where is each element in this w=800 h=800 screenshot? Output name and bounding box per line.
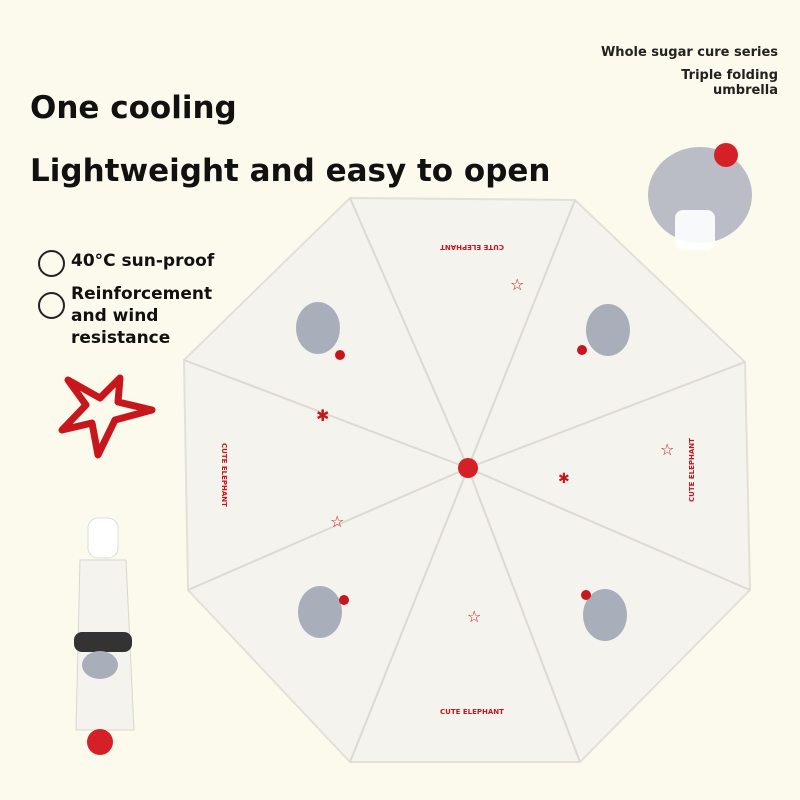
umbrella-ribs <box>183 197 751 763</box>
umbrella-top-knob <box>458 458 478 478</box>
bullet-circle-icon <box>38 250 65 277</box>
red-star-icon <box>58 374 156 459</box>
svg-text:CUTE ELEPHANT: CUTE ELEPHANT <box>220 443 228 507</box>
svg-text:✱: ✱ <box>558 471 570 487</box>
headline-line-1: One cooling <box>30 90 237 126</box>
svg-text:CUTE ELEPHANT: CUTE ELEPHANT <box>440 243 504 251</box>
svg-text:CUTE ELEPHANT: CUTE ELEPHANT <box>688 438 696 502</box>
svg-text:☆: ☆ <box>660 440 674 459</box>
feature-label: 40°C sun-proof <box>71 251 215 271</box>
svg-text:☆: ☆ <box>330 512 344 531</box>
product-type-line-2: umbrella <box>712 83 778 98</box>
elephant-prints <box>296 302 630 641</box>
svg-text:☆: ☆ <box>510 275 524 294</box>
series-name: Whole sugar cure series <box>600 45 778 60</box>
folded-umbrella <box>74 517 135 755</box>
feature-sun-proof: 40°C sun-proof <box>38 250 214 277</box>
headline-line-2: Lightweight and easy to open <box>30 153 551 189</box>
elephant-mascot <box>648 143 752 250</box>
umbrella-canopy <box>182 196 752 763</box>
bullet-circle-icon <box>38 292 65 319</box>
svg-text:CUTE ELEPHANT: CUTE ELEPHANT <box>440 708 504 716</box>
red-accents: ☆ ☆ ☆ ☆ ✱ ✱ <box>316 275 674 626</box>
feature-wind-resistance: Reinforcement and wind resistance <box>38 283 248 349</box>
feature-label: Reinforcement and wind resistance <box>71 284 213 348</box>
print-labels: CUTE ELEPHANT CUTE ELEPHANT CUTE ELEPHAN… <box>220 243 696 716</box>
product-type-line-1: Triple folding <box>681 68 778 83</box>
svg-text:✱: ✱ <box>316 406 329 425</box>
svg-text:☆: ☆ <box>467 607 481 626</box>
